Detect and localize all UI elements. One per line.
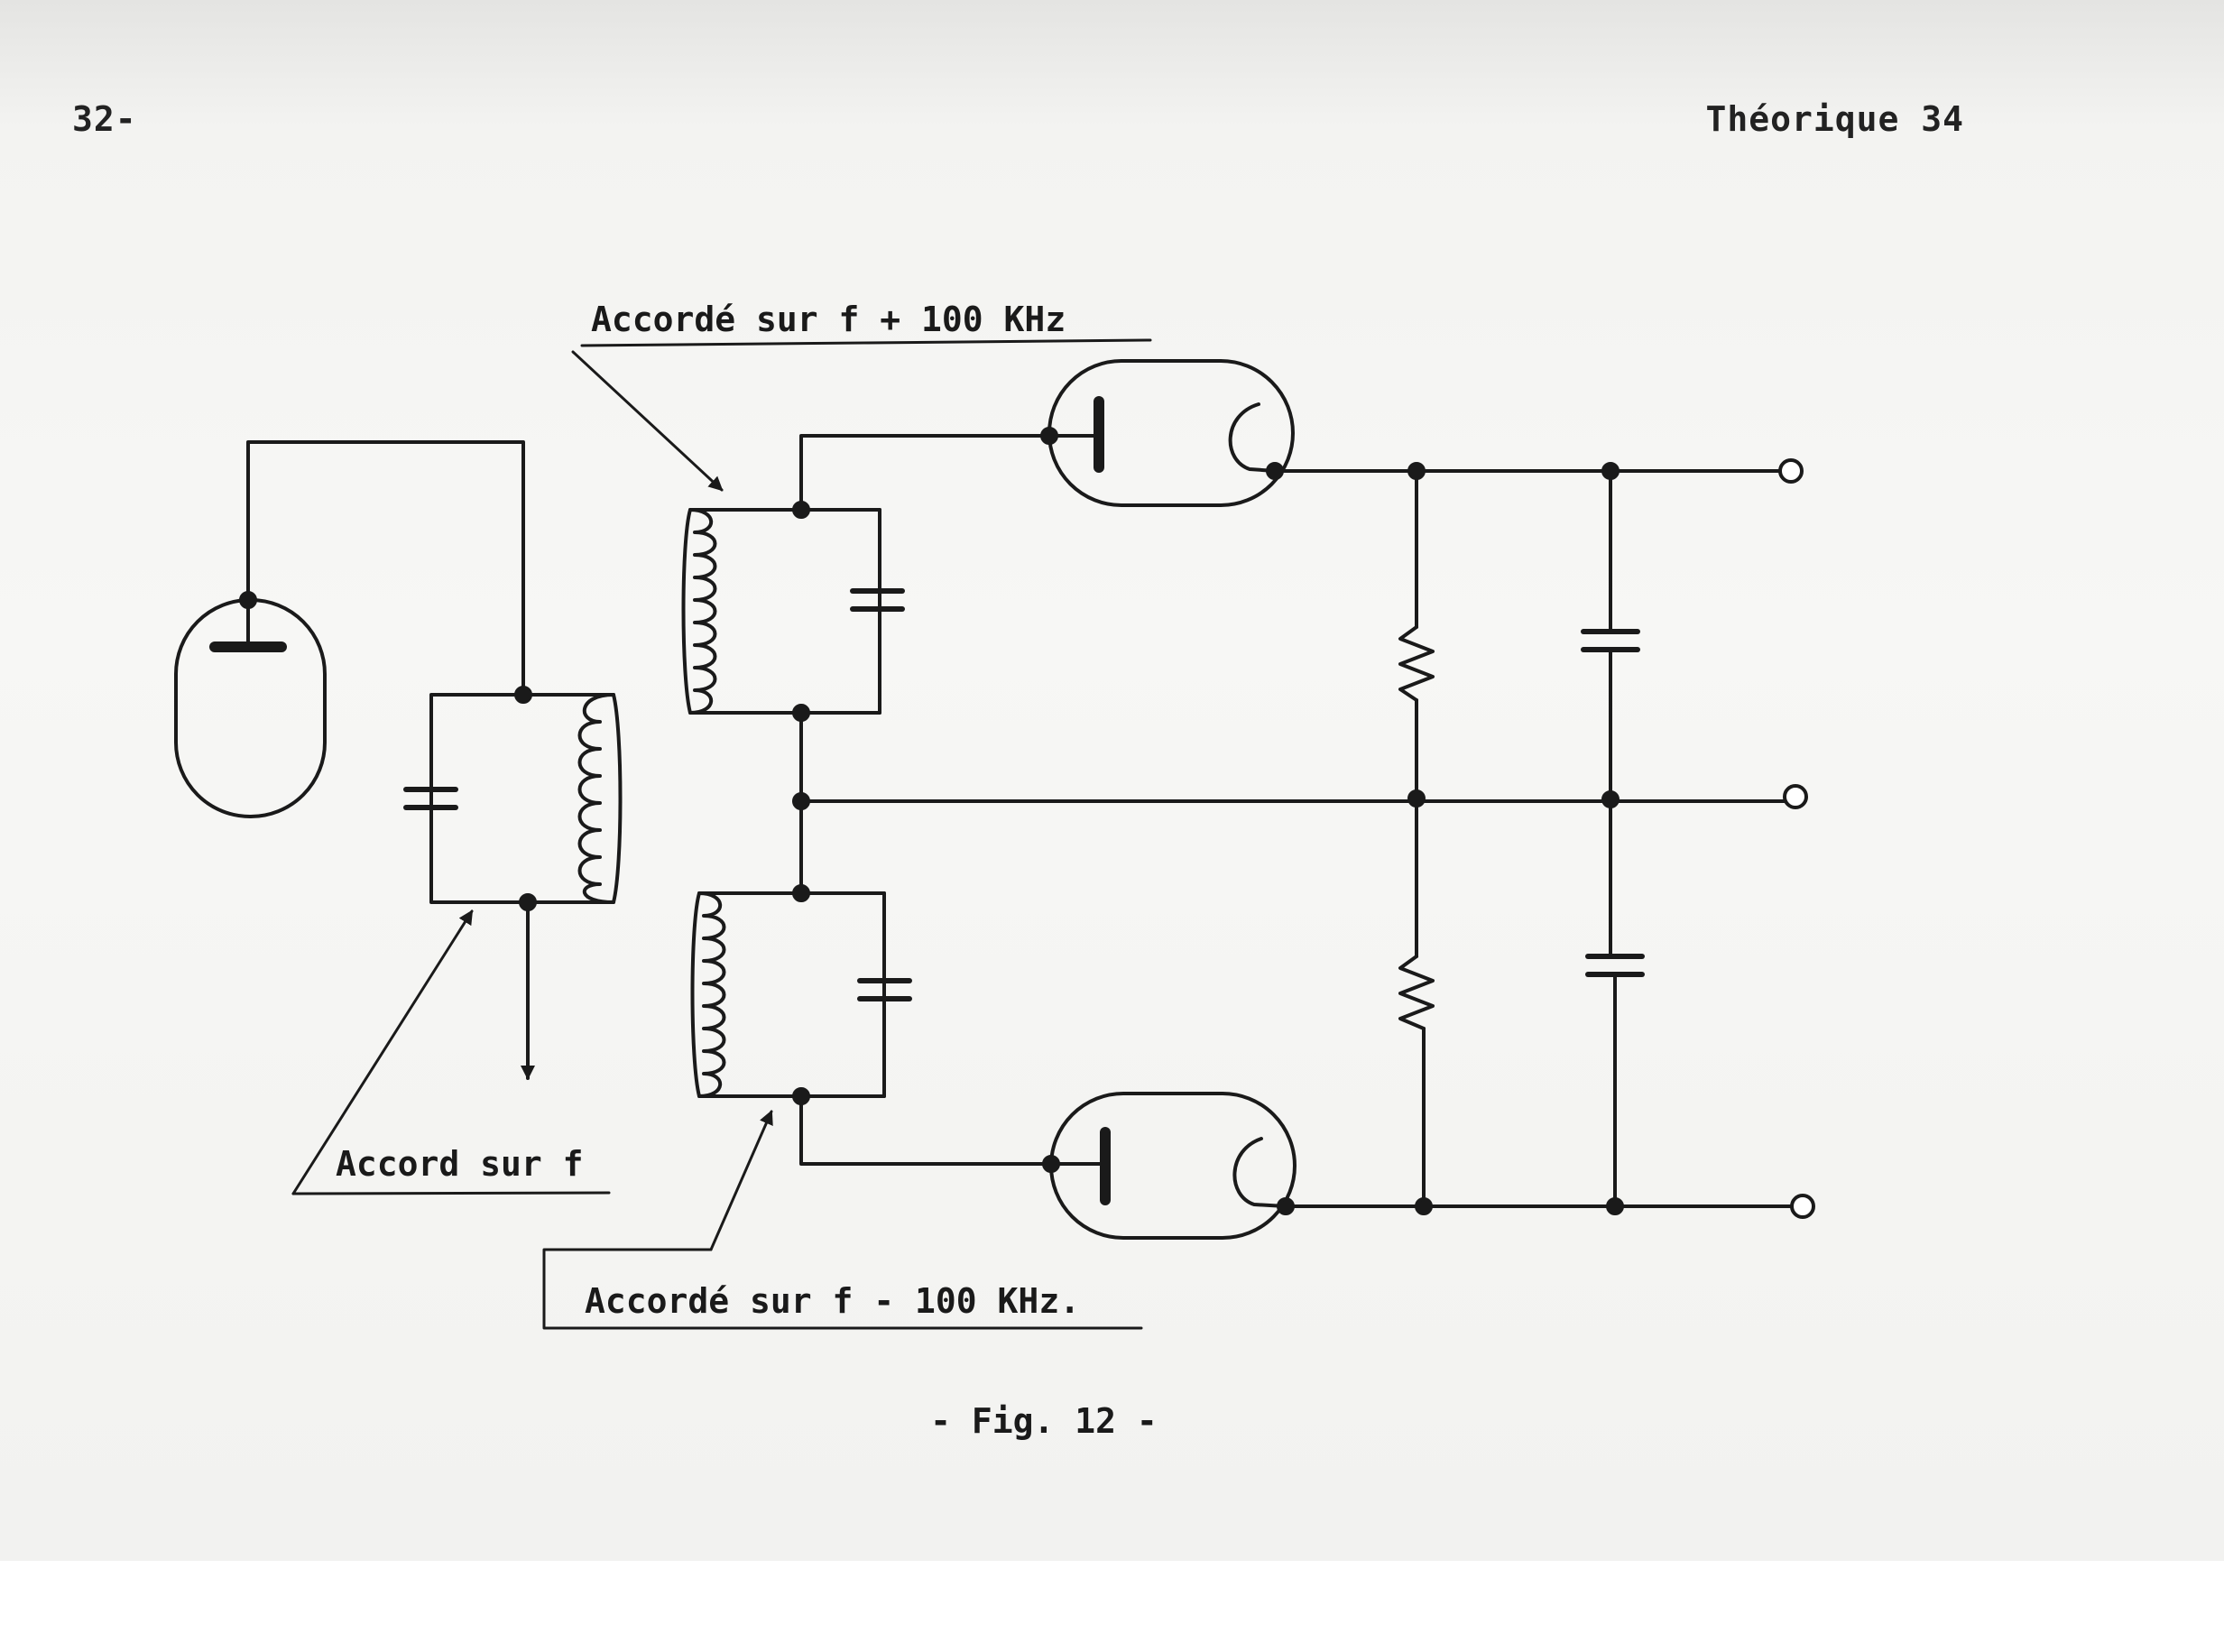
label-top: Accordé sur f + 100 KHz (591, 300, 1066, 339)
label-left-group: Accord sur f (291, 909, 611, 1195)
input-wire (246, 440, 525, 697)
primary-tank (403, 686, 623, 1080)
scanned-page (0, 0, 2224, 1561)
resistor-branch (1398, 469, 1435, 1208)
capacitor-branch (1581, 469, 1645, 1208)
figure-caption: - Fig. 12 - (930, 1401, 1158, 1441)
label-left: Accord sur f (336, 1144, 584, 1184)
output-terminal-middle (1783, 784, 1808, 809)
lower-secondary-tank (690, 884, 912, 1105)
lower-resistor (1398, 955, 1435, 1030)
output-bus-bottom (1284, 1194, 1815, 1219)
primary-capacitor (403, 787, 458, 810)
upper-resistor (1398, 625, 1435, 702)
page-number: 32- (72, 99, 137, 139)
upper-secondary-tank (681, 501, 905, 722)
upper-diode (799, 359, 1295, 512)
output-bus-top (1273, 458, 1804, 484)
label-top-group: Accordé sur f + 100 KHz (571, 300, 1152, 492)
primary-coil (577, 693, 623, 904)
page-margin-bottom (0, 1561, 2224, 1652)
label-bottom-group: Accordé sur f - 100 KHz. (542, 1110, 1143, 1330)
running-head: Théorique 34 (1705, 99, 1964, 139)
lower-coil (690, 891, 726, 1098)
upper-capacitor (850, 588, 905, 612)
upper-coil (681, 508, 717, 715)
lower-capacitor (857, 978, 912, 1001)
input-tube (174, 591, 327, 818)
center-tap (792, 711, 1786, 895)
label-bottom: Accordé sur f - 100 KHz. (585, 1281, 1080, 1321)
lower-diode (799, 1092, 1297, 1240)
